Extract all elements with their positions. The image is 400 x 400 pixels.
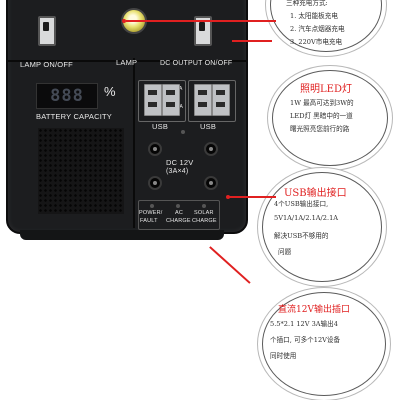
usb-line-2: 5V1A/1A/2.1A/2.1A: [274, 214, 339, 222]
usb-label-right: USB: [200, 122, 217, 131]
usb-label-left: USB: [152, 122, 169, 131]
dc-output-label: DC OUTPUT ON/OFF: [160, 60, 233, 67]
ac-label: AC: [175, 210, 184, 216]
dc-line-3: 同时使用: [270, 352, 297, 360]
dc-output-switch[interactable]: [194, 16, 212, 46]
usb-line-4: 问题: [278, 248, 292, 256]
callout-led: [272, 70, 388, 166]
led-line-3: 曙光照亮您前行的路: [290, 125, 350, 133]
usb-port-3[interactable]: [194, 84, 212, 116]
panel-divider-horizontal: [8, 60, 246, 62]
dc-line-2: 个插口, 可多个12V设备: [270, 336, 341, 344]
panel-divider-vertical: [133, 58, 135, 228]
leader-dot-usb: [226, 195, 230, 199]
usb-line-3: 解决USB不够用的: [274, 232, 329, 240]
power-fault-led: [150, 204, 154, 208]
dc-jack-2[interactable]: [204, 142, 218, 156]
leader-line-charging: [126, 20, 276, 22]
usb-port-4[interactable]: [212, 84, 230, 116]
lamp-label: LAMP: [116, 58, 138, 67]
usb-group-left: [138, 80, 186, 122]
indicator-panel: [138, 200, 220, 230]
leader-line-top: [232, 40, 272, 42]
usb-title: USB输出接口: [284, 188, 347, 199]
lamp-switch[interactable]: [38, 16, 56, 46]
dc-12v-label: DC 12V: [166, 158, 194, 167]
status-led-usb: [181, 130, 185, 134]
solar-label: SOLAR: [194, 210, 214, 216]
dc-3a-label: (3A×4): [166, 168, 189, 175]
leader-dot-charging: [122, 19, 126, 23]
power-station-panel: LAMP ON/OFF LAMP DC OUTPUT ON/OFF 888 % …: [6, 0, 248, 234]
dc-jack-3[interactable]: [148, 176, 162, 190]
speaker-grille: [38, 128, 124, 214]
usb-line-1: 4个USB输出接口,: [274, 200, 329, 208]
callout-usb: [262, 172, 382, 282]
leader-line-usb: [228, 196, 276, 198]
charging-item-3: 3. 220V市电充电: [290, 38, 343, 46]
led-title: 照明LED灯: [300, 84, 352, 95]
ac-charge-label: CHARGE: [166, 218, 191, 224]
charging-item-1: 1. 太阳能板充电: [290, 12, 338, 20]
led-line-1: 1W 最高可达到3W的: [290, 99, 354, 107]
ac-charge-led: [176, 204, 180, 208]
dc-jack-4[interactable]: [204, 176, 218, 190]
callout-dc: [262, 292, 386, 396]
usb-port-2[interactable]: [162, 84, 180, 116]
leader-line-dc: [209, 246, 251, 284]
charging-item-2: 2. 汽车点烟器充电: [290, 25, 345, 33]
fault-label: FAULT: [140, 218, 158, 224]
solar-charge-led: [202, 204, 206, 208]
usb-group-right: [188, 80, 236, 122]
dc-title: 直流12V输出插口: [278, 305, 350, 315]
led-line-2: LED灯 黑暗中的一道: [290, 112, 353, 120]
device-base: [20, 230, 224, 240]
lamp-switch-label: LAMP ON/OFF: [20, 60, 73, 69]
charging-title: 三种充电方式:: [286, 0, 328, 7]
usb-port-1[interactable]: [144, 84, 162, 116]
battery-capacity-label: BATTERY CAPACITY: [36, 112, 112, 121]
dc-line-1: 5.5*2.1 12V 3A输出4: [270, 320, 338, 328]
battery-display: 888: [36, 83, 98, 109]
percent-symbol: %: [104, 84, 116, 99]
solar-charge-label: CHARGE: [192, 218, 217, 224]
power-label: POWER/: [139, 210, 163, 216]
dc-jack-1[interactable]: [148, 142, 162, 156]
